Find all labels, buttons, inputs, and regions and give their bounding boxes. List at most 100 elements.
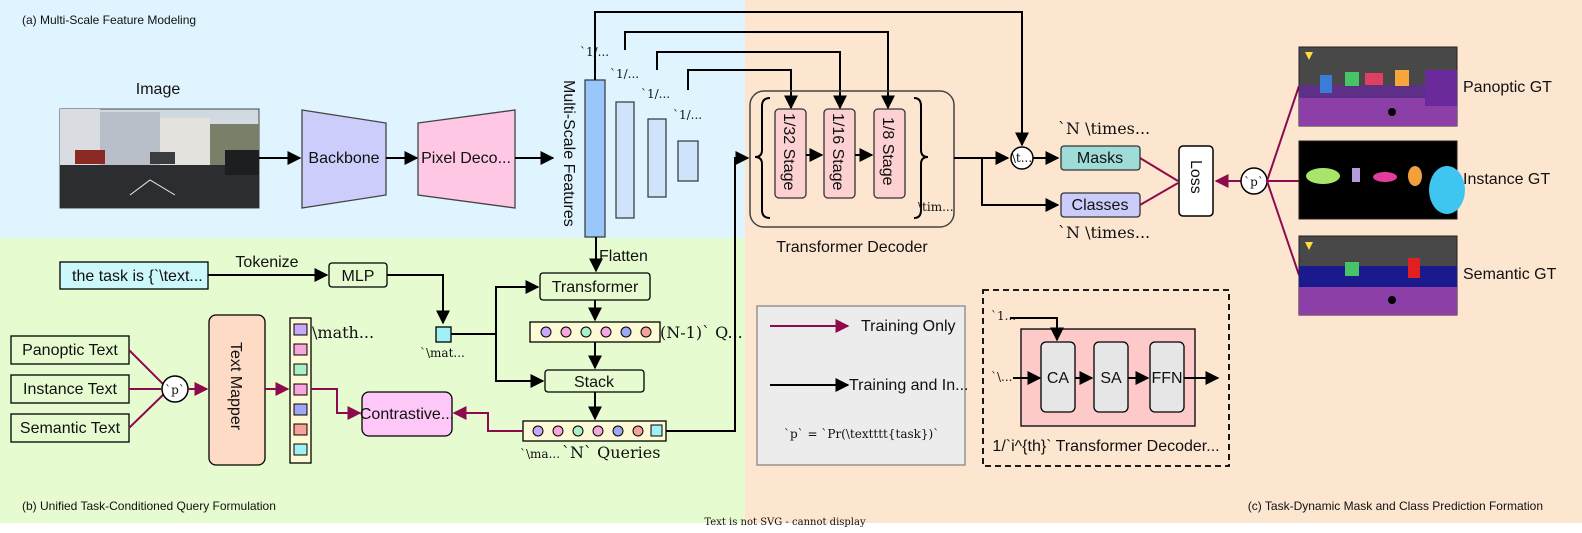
- p-selector-right-label: `p`: [1244, 175, 1264, 189]
- arrow-task-to-transformer: [451, 280, 540, 335]
- flatten-label: Flatten: [599, 248, 648, 265]
- n1-query-dot-1: [540, 326, 552, 338]
- instance-gt-image: [1298, 140, 1465, 220]
- semantic-text-label: Semantic Text: [20, 420, 121, 437]
- image-label: Image: [136, 81, 181, 98]
- task-query-square: [435, 326, 452, 343]
- feature-map-2: [615, 101, 635, 219]
- decoder-block-detail: [982, 289, 1230, 467]
- n-queries-math: `\ma...: [520, 447, 560, 461]
- p-selector-left-label: `p`: [165, 383, 185, 397]
- arrow-queries-to-contrastive: [311, 388, 362, 420]
- arrow-task-to-stack: [495, 334, 545, 388]
- scale-label-4: `1/...: [673, 108, 702, 122]
- stage-1-8: [873, 108, 906, 199]
- tokenize-label: Tokenize: [235, 254, 298, 271]
- panoptic-text-box: [10, 335, 130, 365]
- instance-text-box: [10, 374, 130, 404]
- panoptic-gt-image: [1298, 46, 1458, 127]
- n-times-top: `N \times...: [1058, 119, 1150, 138]
- panoptic-text-label: Panoptic Text: [22, 342, 118, 359]
- n-query-dot-2: [552, 425, 564, 437]
- stack-label: Stack: [574, 374, 615, 391]
- feature-map-4: [677, 140, 699, 182]
- multiscale-features-label: Multi-Scale Features: [560, 80, 577, 227]
- n1-query-dot-4: [600, 326, 612, 338]
- arrow-mlp-to-task-query: [387, 274, 450, 325]
- concat-operator-label: \t...: [1012, 151, 1032, 165]
- skip-line-2: [624, 31, 895, 110]
- n-query-task-square: [650, 424, 663, 437]
- stage-1-16: [823, 108, 856, 199]
- semantic-gt-label: Semantic GT: [1463, 266, 1557, 283]
- masks-to-loss: [1139, 157, 1179, 182]
- loss-label: Loss: [1187, 160, 1204, 194]
- contrastive-label: Contrastive...: [360, 406, 454, 423]
- classes-to-loss: [1139, 182, 1179, 206]
- text-query-6: [293, 423, 308, 436]
- panoptic-gt-label: Panoptic GT: [1463, 79, 1552, 96]
- n1-queries-label: (N-1)` Q...: [660, 323, 743, 342]
- contrastive-box: [361, 391, 453, 437]
- text-query-4: [293, 383, 308, 396]
- decoder-times-label: \tim...: [918, 200, 954, 214]
- stage-1-32-label: 1/32 Stage: [780, 113, 797, 191]
- n-query-dot-5: [612, 425, 624, 437]
- instance-gt-label: Instance GT: [1463, 171, 1550, 188]
- block-caption: 1/`i^{th}` Transformer Decoder...: [992, 438, 1219, 455]
- task-text-label: the task is {`\text...: [72, 268, 203, 285]
- section-c-title: (c) Task-Dynamic Mask and Class Predicti…: [1248, 499, 1543, 513]
- section-a-title: (a) Multi-Scale Feature Modeling: [22, 13, 196, 27]
- stage-1-16-label: 1/16 Stage: [829, 113, 846, 191]
- legend-training-only: Training Only: [861, 318, 956, 335]
- transformer-label: Transformer: [552, 279, 639, 296]
- loss-box: [1178, 145, 1214, 217]
- sa-label: SA: [1100, 370, 1122, 387]
- scale-label-3: `1/...: [641, 87, 670, 101]
- backbone-label: Backbone: [308, 150, 379, 167]
- text-query-2: [293, 343, 308, 356]
- semantic-text-to-p: [128, 393, 165, 429]
- n1-query-dot-3: [580, 326, 592, 338]
- input-image: [59, 108, 260, 209]
- stage-1-8-label: 1/8 Stage: [879, 117, 896, 186]
- footer-note: Text is not SVG - cannot display: [704, 517, 866, 528]
- text-query-5: [293, 403, 308, 416]
- legend-training-inference: Training and In...: [849, 377, 968, 394]
- pixel-decoder-label: Pixel Deco...: [421, 150, 511, 167]
- classes-label: Classes: [1072, 197, 1129, 214]
- section-b-title: (b) Unified Task-Conditioned Query Formu…: [22, 499, 276, 513]
- decoder-left-brace: [754, 97, 771, 219]
- feature-map-1: [584, 79, 606, 238]
- pixel-decoder-block: [417, 109, 516, 209]
- task-text-box: [59, 261, 209, 290]
- instance-text-label: Instance Text: [23, 381, 118, 398]
- n-query-dot-6: [632, 425, 644, 437]
- block-top-input: `1...: [991, 309, 1016, 323]
- transformer-decoder-title: Transformer Decoder: [776, 239, 928, 256]
- arrow-to-classes: [981, 158, 1060, 212]
- semantic-gt-image: [1298, 235, 1458, 316]
- gt-semantic-line: [1266, 180, 1300, 276]
- scale-label-2: `1/...: [610, 67, 639, 81]
- task-query-math: `\mat...: [420, 346, 465, 360]
- block-left-input: `\...: [991, 370, 1013, 384]
- backbone-block: [301, 109, 387, 209]
- skip-line-1: [594, 11, 1029, 147]
- n-times-bottom: `N \times...: [1058, 223, 1150, 242]
- n-query-dot-4: [592, 425, 604, 437]
- n1-query-dot-2: [560, 326, 572, 338]
- text-mapper-label: Text Mapper: [227, 342, 244, 431]
- ffn-label: FFN: [1151, 370, 1182, 387]
- n-query-dot-1: [532, 425, 544, 437]
- legend-p-definition: `p` = `Pr(\textttt{task})`: [784, 427, 939, 441]
- n1-query-dot-6: [640, 326, 652, 338]
- arrow-queries-to-decoder: [666, 151, 750, 432]
- arrow-nqueries-to-contrastive: [452, 406, 523, 432]
- panoptic-text-to-p: [128, 349, 165, 386]
- text-query-1: [293, 323, 308, 336]
- text-queries-math: \math...: [312, 323, 374, 342]
- stage-1-32: [774, 108, 807, 199]
- n-queries-label: `N` Queries: [562, 443, 660, 462]
